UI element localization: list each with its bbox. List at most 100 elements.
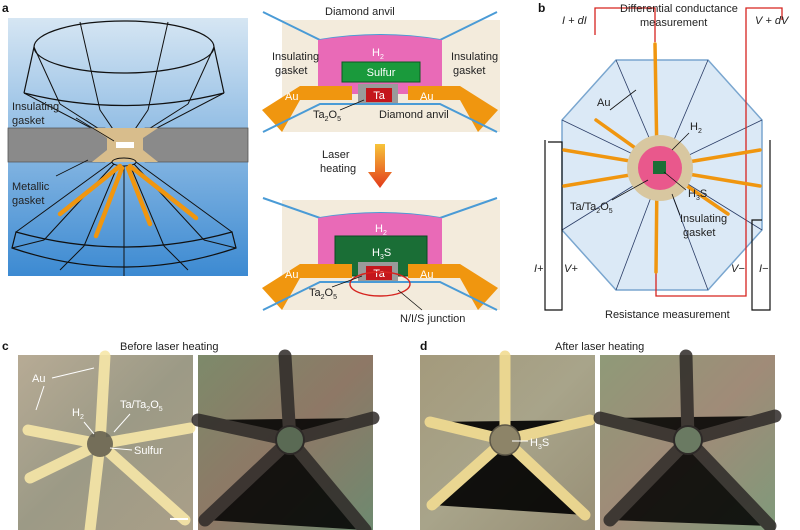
bottom-anvil-outline-top <box>262 103 498 133</box>
photo-c-sulfur: Sulfur <box>134 445 163 457</box>
au-pointer-b <box>609 89 637 111</box>
photo-c-au: Au <box>32 373 45 385</box>
insulating-left-1: Insulating <box>272 51 319 63</box>
label-h2-b: H2 <box>690 121 702 135</box>
label-insulating-b-2: gasket <box>683 227 715 239</box>
octagon-radials <box>561 59 763 291</box>
label-i-di: I + dI <box>562 15 587 27</box>
ta-region-top <box>366 88 392 102</box>
scale-bar <box>170 518 188 520</box>
insulating-left-2: gasket <box>275 65 307 77</box>
insulating-pointer-b <box>671 193 681 216</box>
sulfur-pointer-c <box>109 447 133 451</box>
h2-pointer-b <box>671 132 690 151</box>
au-pointer-c1 <box>51 367 95 379</box>
insulating-right-2: gasket <box>453 65 485 77</box>
label-v-dv: V + dV <box>755 15 790 27</box>
label-diamond-anvil-top: Diamond anvil <box>325 6 395 18</box>
label-i-plus: I+ <box>534 263 544 275</box>
label-diamond-anvil-bottom: Diamond anvil <box>379 109 449 121</box>
label-v-plus: V+ <box>564 263 578 275</box>
ta2o5-pointer-top <box>339 99 365 111</box>
photo-c-h2: H2 <box>72 407 84 421</box>
wire-resistance-left <box>544 140 563 311</box>
label-au-b: Au <box>597 97 610 109</box>
label-tata2o5-b: Ta/Ta2O5 <box>570 201 613 215</box>
cell-before-heating: Diamond anvil H2 Sulfur Ta Au Au Insulat… <box>262 6 500 133</box>
label-insulating-gasket-2: gasket <box>12 115 44 127</box>
photo-after-2 <box>593 349 782 530</box>
junction-label: N/I/S junction <box>400 313 465 325</box>
laser-heating-label-2: heating <box>320 163 356 175</box>
photo-d-h3s: H3S <box>530 437 549 451</box>
wire-i-di <box>594 7 656 42</box>
sample-spot-c2 <box>275 425 305 455</box>
panel-label-a: a <box>2 1 9 15</box>
upper-diamond-girdle <box>23 46 225 107</box>
metallic-gasket-pointer <box>55 159 89 177</box>
cell-after-heating: H2 H3S Ta Au Au Ta2O5 N/I/S junction <box>262 197 500 325</box>
diff-title-2: measurement <box>640 17 707 29</box>
h3s-pointer-b <box>663 171 687 191</box>
au-right-label-bottom: Au <box>420 269 433 281</box>
au-left-label-top: Au <box>285 91 298 103</box>
upper-diamond-facets <box>23 21 225 142</box>
sample-dark-spot <box>87 431 113 457</box>
photo-c-tata2o5: Ta/Ta2O5 <box>120 399 163 413</box>
panel-label-d: d <box>420 339 427 353</box>
insulating-gasket-pointer <box>75 117 115 142</box>
insulating-right-1: Insulating <box>451 51 498 63</box>
panel-label-b: b <box>538 1 545 15</box>
bright-au-leads <box>22 350 196 530</box>
laser-heating-label-1: Laser <box>322 149 350 161</box>
label-metallic-gasket-1: Metallic <box>12 181 50 193</box>
ta2o5-label-top: Ta2O5 <box>313 109 341 123</box>
ta-label-bottom: Ta <box>373 268 386 280</box>
photo-after-1: H3S <box>420 350 596 530</box>
sample-chamber <box>116 142 134 148</box>
electrode-schematic: Differential conductance measurement I +… <box>534 3 790 321</box>
panel-label-c: c <box>2 339 9 353</box>
ta-region-bottom <box>366 266 392 280</box>
au-left-label-bottom: Au <box>285 269 298 281</box>
junction-circle <box>349 271 411 297</box>
dac-perspective-drawing: Insulating gasket Metallic gasket <box>7 18 249 276</box>
label-h3s-b: H3S <box>688 188 707 202</box>
h3s-region-b <box>653 161 666 174</box>
diff-title-1: Differential conductance <box>620 3 738 15</box>
label-v-minus: V− <box>731 263 745 275</box>
sample-spot-d2 <box>673 425 703 455</box>
bottom-anvil-outline-bottom <box>262 281 498 311</box>
sulfur-region <box>341 61 421 83</box>
tata2o5-pointer-c <box>113 413 131 433</box>
panel-d-title: After laser heating <box>555 341 644 353</box>
label-insulating-b-1: Insulating <box>680 213 727 225</box>
label-insulating-gasket-1: Insulating <box>12 101 59 113</box>
label-metallic-gasket-2: gasket <box>12 195 44 207</box>
panel-c-title: Before laser heating <box>120 341 218 353</box>
h2-pointer-c <box>83 421 95 435</box>
lower-diamond-facets <box>11 161 237 276</box>
ta2o5-pointer-bottom <box>331 275 363 288</box>
laser-heating-arrow-group: Laser heating <box>320 144 392 188</box>
h2-label: H2 <box>372 47 384 61</box>
au-right-label-top: Au <box>420 91 433 103</box>
sulfur-label: Sulfur <box>367 67 396 79</box>
au-electrodes <box>57 163 199 239</box>
tata2o5-pointer-b <box>611 179 649 201</box>
label-i-minus: I− <box>759 263 769 275</box>
au-pointer-c2 <box>35 385 45 411</box>
ta-label-top: Ta <box>373 90 386 102</box>
h2-label-bottom: H2 <box>375 223 387 237</box>
au-electrodes-b <box>562 42 762 274</box>
laser-heating-arrow <box>368 144 392 188</box>
photo-before-2 <box>191 349 380 530</box>
label-resistance: Resistance measurement <box>605 309 730 321</box>
ta2o5-label-bottom: Ta2O5 <box>309 287 337 301</box>
h3s-label: H3S <box>372 247 391 261</box>
sample-spot-d <box>489 424 521 456</box>
junction-pointer <box>397 289 423 311</box>
wire-resistance-right <box>751 140 771 311</box>
photo-before-1: Au Ta/Ta2O5 H2 Sulfur <box>18 350 196 530</box>
